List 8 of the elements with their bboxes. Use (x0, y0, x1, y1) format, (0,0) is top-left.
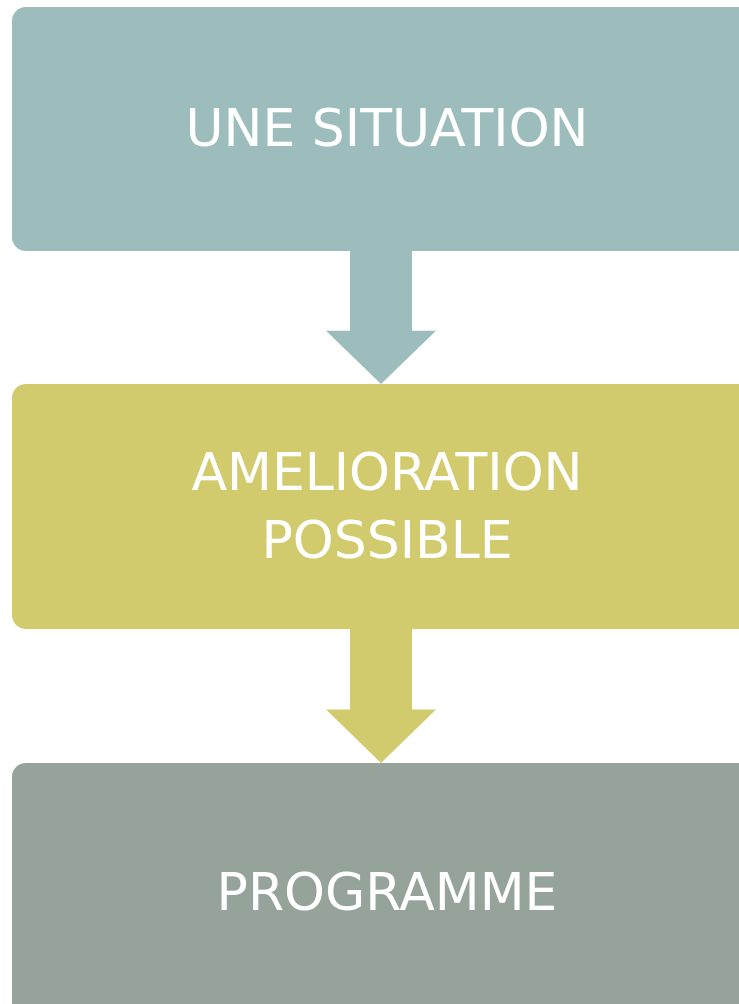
process-box (12, 763, 739, 1004)
process-box (12, 384, 739, 629)
block-arrow (326, 251, 436, 384)
process-box (12, 7, 739, 251)
box-label: PROGRAMME (216, 861, 558, 925)
box-label: AMELIORATION POSSIBLE (190, 440, 584, 572)
block-arrow (326, 629, 436, 763)
box-label: UNE SITUATION (185, 97, 589, 161)
